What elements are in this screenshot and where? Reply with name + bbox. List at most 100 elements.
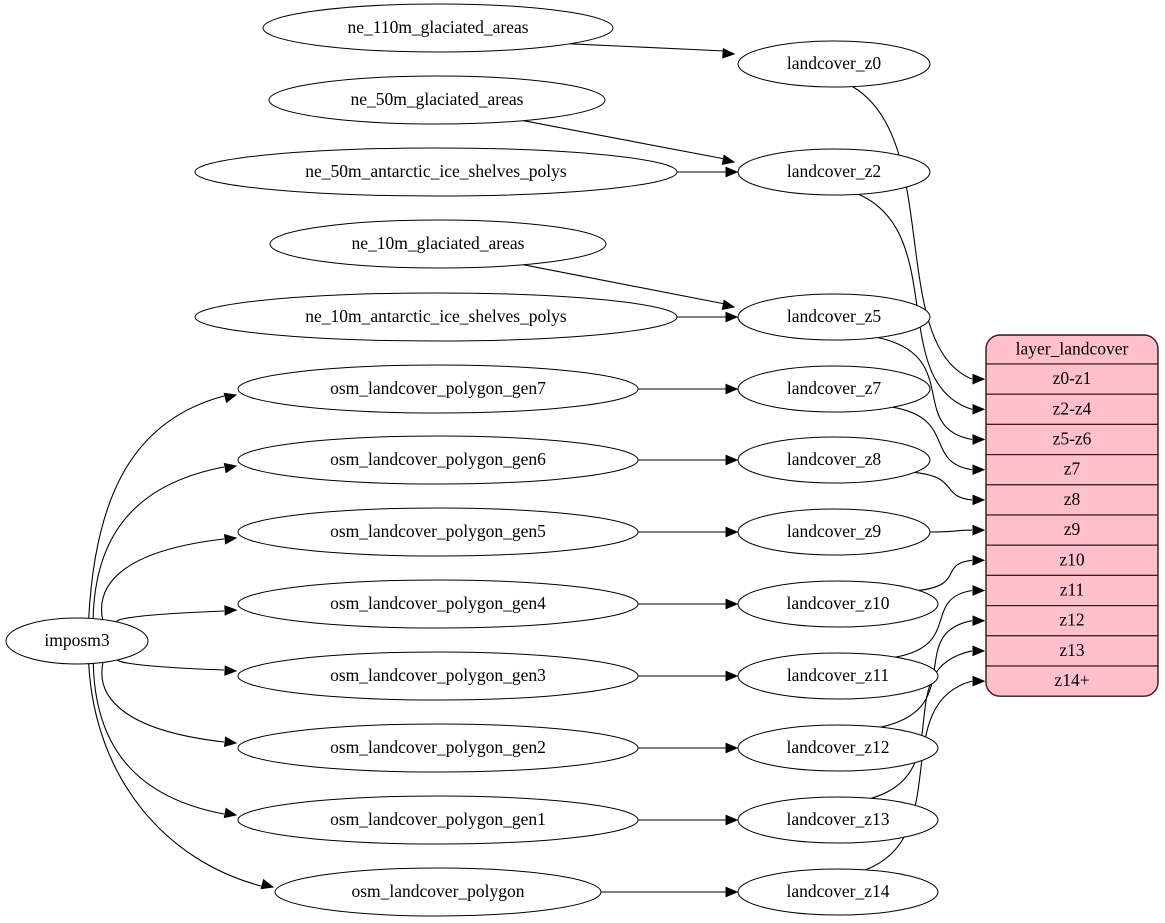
table-row-cell[interactable] (986, 665, 1158, 697)
node-label: ne_10m_antarctic_ice_shelves_polys (305, 306, 567, 326)
node-shape (737, 148, 931, 196)
edge-line (569, 43, 726, 52)
node-osm-landcover-polygon-gen2[interactable]: osm_landcover_polygon_gen2 (237, 723, 639, 773)
edge-line (522, 264, 726, 305)
node-osm-landcover-polygon-gen7[interactable]: osm_landcover_polygon_gen7 (237, 364, 639, 414)
node-landcover-z5[interactable]: landcover_z5 (737, 293, 931, 341)
node-landcover-z10[interactable]: landcover_z10 (737, 580, 939, 628)
node-shape (237, 579, 639, 629)
node-ne-10m-glaciated-areas[interactable]: ne_10m_glaciated_areas (269, 219, 607, 269)
node-osm-landcover-polygon-gen6[interactable]: osm_landcover_polygon_gen6 (237, 435, 639, 485)
edge-line (116, 655, 225, 671)
arrow-head-icon (972, 645, 986, 657)
table-row-cell[interactable] (986, 544, 1158, 577)
node-ne-10m-antarctic-ice-shelves-polys[interactable]: ne_10m_antarctic_ice_shelves_polys (194, 292, 678, 342)
node-label: landcover_z2 (787, 161, 881, 181)
node-imposm3[interactable]: imposm3 (5, 617, 149, 665)
table-row-cell[interactable] (986, 484, 1158, 516)
node-landcover-z12[interactable]: landcover_z12 (737, 724, 939, 772)
edge-line (871, 650, 973, 799)
node-label: osm_landcover_polygon_gen4 (330, 593, 546, 613)
edge-osm-landcover-polygon-gen4-to-landcover-z10 (638, 598, 739, 610)
node-label: osm_landcover_polygon_gen5 (330, 521, 546, 541)
node-landcover-z2[interactable]: landcover_z2 (737, 148, 931, 196)
node-osm-landcover-polygon-gen1[interactable]: osm_landcover_polygon_gen1 (237, 795, 639, 845)
node-label: landcover_z14 (786, 881, 889, 901)
edge-ne-50m-glaciated-areas-to-landcover-z2 (522, 120, 736, 166)
table-row-cell[interactable] (986, 604, 1158, 637)
arrow-head-icon (725, 526, 739, 538)
node-osm-landcover-polygon-gen5[interactable]: osm_landcover_polygon_gen5 (237, 507, 639, 557)
node-label: landcover_z13 (786, 809, 889, 829)
arrow-head-icon (260, 878, 275, 890)
node-osm-landcover-polygon-gen4[interactable]: osm_landcover_polygon_gen4 (237, 579, 639, 629)
table-outline (985, 334, 1159, 697)
node-osm-landcover-polygon-gen3[interactable]: osm_landcover_polygon_gen3 (237, 651, 639, 701)
node-shape (237, 723, 639, 773)
arrow-head-icon (223, 807, 238, 819)
edge-line (892, 406, 973, 471)
node-landcover-z9[interactable]: landcover_z9 (737, 508, 931, 556)
edge-line (101, 662, 225, 743)
arrow-head-icon (725, 742, 739, 754)
node-landcover-z0[interactable]: landcover_z0 (737, 40, 931, 88)
node-label: ne_10m_glaciated_areas (352, 233, 525, 253)
arrow-head-icon (223, 462, 238, 474)
table-row-cell[interactable] (986, 514, 1158, 546)
arrow-head-icon (972, 585, 986, 596)
edge-osm-landcover-polygon-gen7-to-landcover-z7 (638, 383, 739, 395)
arrow-head-icon (721, 299, 736, 310)
node-ne-50m-antarctic-ice-shelves-polys[interactable]: ne_50m_antarctic_ice_shelves_polys (194, 147, 678, 197)
arrow-head-icon (972, 403, 986, 415)
arrow-head-icon (725, 598, 739, 610)
edge-imposm3-to-osm-landcover-polygon-gen1 (92, 663, 238, 819)
edge-landcover-z5-to-layer-landcover-z5-z6 (877, 336, 986, 445)
arrow-head-icon (972, 675, 986, 687)
node-label: ne_50m_glaciated_areas (351, 89, 524, 109)
node-ne-50m-glaciated-areas[interactable]: ne_50m_glaciated_areas (268, 75, 606, 125)
node-label: imposm3 (44, 630, 109, 650)
table-row-label: z0-z1 (1053, 368, 1092, 388)
arrow-head-icon (721, 154, 736, 166)
edge-imposm3-to-osm-landcover-polygon-gen7 (88, 392, 238, 619)
edge-line (116, 610, 225, 627)
edge-osm-landcover-polygon-gen3-to-landcover-z11 (638, 670, 739, 682)
edge-imposm3-to-osm-landcover-polygon-gen6 (92, 462, 238, 619)
arrow-head-icon (223, 392, 238, 404)
table-row-label: z12 (1059, 610, 1084, 630)
table-row-label: z14+ (1054, 670, 1089, 690)
node-label: osm_landcover_polygon (351, 881, 524, 901)
node-label: landcover_z10 (786, 593, 889, 613)
arrow-head-icon (725, 670, 739, 682)
arrow-head-icon (725, 454, 739, 466)
table-body (986, 335, 1158, 697)
edge-line (852, 86, 973, 380)
node-ne-110m-glaciated-areas[interactable]: ne_110m_glaciated_areas (262, 3, 614, 53)
table-header-label: layer_landcover (1016, 339, 1129, 359)
node-shape (274, 867, 602, 917)
node-shape (737, 436, 931, 484)
node-landcover-z13[interactable]: landcover_z13 (737, 796, 939, 844)
edge-landcover-z13-to-layer-landcover-z13 (871, 645, 986, 799)
edge-ne-50m-antarctic-ice-shelves-polys-to-landcover-z2 (677, 166, 739, 178)
table-row-cell[interactable] (986, 423, 1158, 456)
edges-layer (88, 43, 986, 898)
edge-line (92, 466, 225, 619)
node-shape (262, 3, 614, 53)
layer-landcover-table[interactable]: layer_landcoverz0-z1z2-z4z5-z6z7z8z9z10z… (985, 334, 1159, 697)
node-landcover-z8[interactable]: landcover_z8 (737, 436, 931, 484)
edge-imposm3-to-osm-landcover-polygon-gen5 (101, 533, 238, 620)
edge-landcover-z0-to-layer-landcover-z0-z1 (852, 86, 986, 385)
table-row-label: z9 (1064, 519, 1081, 539)
edge-landcover-z11-to-layer-landcover-z11 (895, 585, 986, 658)
edge-landcover-z14-to-layer-landcover-z14- (865, 675, 986, 871)
node-landcover-z7[interactable]: landcover_z7 (737, 365, 931, 413)
node-shape (737, 796, 939, 844)
node-shape (269, 219, 607, 269)
node-landcover-z14[interactable]: landcover_z14 (737, 868, 939, 916)
node-landcover-z11[interactable]: landcover_z11 (737, 652, 939, 700)
edge-imposm3-to-osm-landcover-polygon (88, 663, 275, 890)
node-osm-landcover-polygon[interactable]: osm_landcover_polygon (274, 867, 602, 917)
edge-line (92, 663, 225, 815)
